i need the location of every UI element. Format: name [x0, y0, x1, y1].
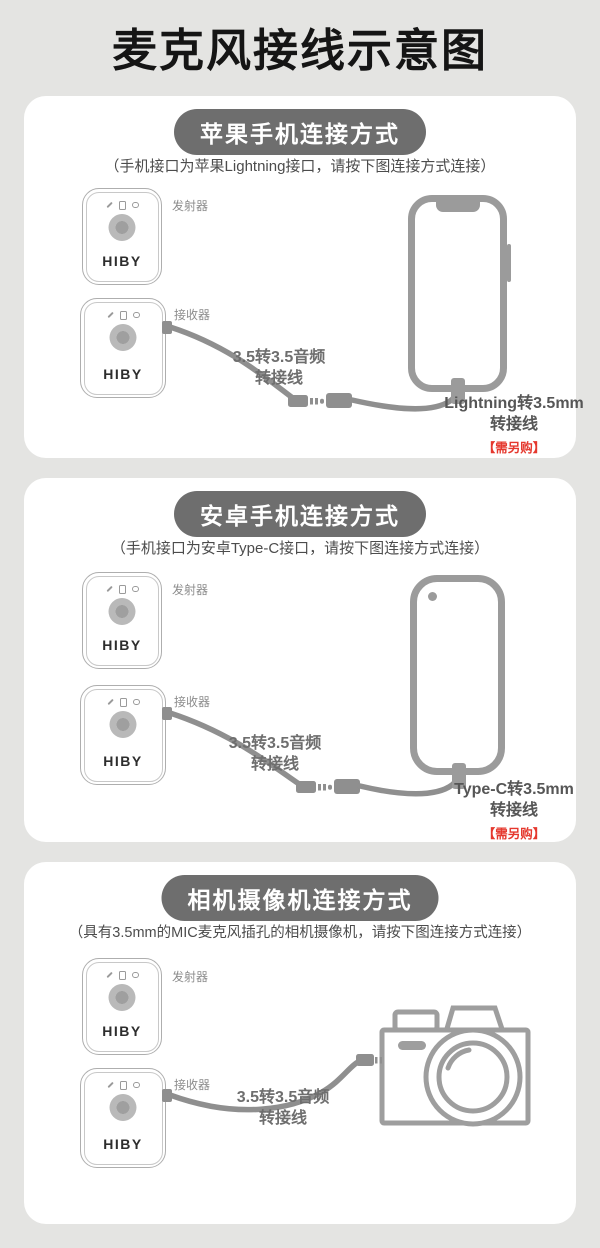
wireless-transmitter: HIBY: [82, 572, 162, 669]
section-android-connection: 安卓手机连接方式 （手机接口为安卓Type-C接口，请按下图连接方式连接） HI…: [24, 478, 576, 842]
battery-icon: [119, 697, 127, 707]
section-camera-connection: 相机摄像机连接方式 （具有3.5mm的MIC麦克风插孔的相机摄像机，请按下图连接…: [24, 862, 576, 1224]
audio-cable-label-line2: 转接线: [250, 755, 299, 773]
wireless-receiver: HIBY: [80, 685, 166, 785]
signal-icon: [133, 698, 140, 706]
mic-icon: [105, 585, 113, 593]
device-status-icons: [81, 1080, 165, 1090]
wireless-transmitter: HIBY: [82, 958, 162, 1055]
audio-cable-label: 3.5转3.5音频 转接线: [203, 1088, 363, 1130]
section-subtitle-android: （手机接口为安卓Type-C接口，请按下图连接方式连接）: [110, 540, 490, 557]
device-status-icons: [83, 200, 161, 210]
audio-cable-label-line1: 3.5转3.5音频: [232, 349, 326, 366]
receiver-label: 接收器: [174, 695, 211, 709]
audio-cable-label: 3.5转3.5音频 转接线: [195, 734, 355, 776]
audio-cable-label-line2: 转接线: [258, 1109, 307, 1127]
page-title: 麦克风接线示意图: [111, 25, 488, 76]
record-button-icon: [109, 324, 137, 351]
adapter-cable-label: Lightning转3.5mm 转接线 【需另购】: [428, 394, 600, 456]
signal-icon: [133, 1081, 140, 1089]
battery-icon: [119, 1080, 127, 1090]
mic-icon: [105, 201, 113, 209]
brand-logo: HIBY: [102, 637, 142, 653]
device-status-icons: [83, 584, 161, 594]
device-outline: HIBY: [80, 685, 166, 785]
mic-icon: [106, 1081, 114, 1089]
device-outline: HIBY: [82, 188, 162, 285]
audio-cable-label-line1: 3.5转3.5音频: [228, 735, 322, 752]
device-status-icons: [81, 697, 165, 707]
section-apple-connection: 苹果手机连接方式 （手机接口为苹果Lightning接口，请按下图连接方式连接）…: [24, 96, 584, 458]
record-button-icon: [108, 214, 136, 241]
device-outline: HIBY: [80, 1068, 166, 1168]
device-outline: HIBY: [82, 958, 162, 1055]
punch-hole-camera-icon: [428, 592, 437, 601]
signal-icon: [132, 201, 139, 209]
record-button-icon: [109, 711, 137, 738]
iphone-notch: [435, 201, 480, 212]
device-outline: HIBY: [80, 298, 166, 398]
adapter-cable-label: Type-C转3.5mm 转接线 【需另购】: [428, 780, 600, 842]
receiver-label: 接收器: [174, 308, 211, 322]
brand-logo: HIBY: [103, 1136, 143, 1152]
adapter-label-line2: 转接线: [489, 801, 538, 819]
record-button-icon: [108, 984, 136, 1011]
audio-cable-label-line2: 转接线: [254, 369, 303, 387]
camera-outline: [379, 1005, 531, 1127]
section-pill-android: 安卓手机连接方式: [174, 491, 426, 537]
section-pill-apple: 苹果手机连接方式: [174, 109, 426, 155]
mic-icon: [106, 311, 114, 319]
wireless-receiver: HIBY: [80, 298, 166, 398]
iphone-side-button: [506, 244, 511, 282]
record-button-icon: [109, 1094, 137, 1121]
brand-logo: HIBY: [103, 366, 143, 382]
transmitter-label: 发射器: [172, 199, 209, 213]
audio-cable-label: 3.5转3.5音频 转接线: [199, 348, 359, 390]
device-outline: HIBY: [82, 572, 162, 669]
device-status-icons: [83, 970, 161, 980]
adapter-label-line1: Lightning转3.5mm: [444, 395, 584, 412]
device-status-icons: [81, 310, 165, 320]
signal-icon: [132, 971, 139, 979]
brand-logo: HIBY: [102, 1023, 142, 1039]
purchase-note: 【需另购】: [482, 826, 546, 841]
signal-icon: [132, 585, 139, 593]
audio-cable-label-line1: 3.5转3.5音频: [236, 1089, 330, 1106]
battery-icon: [119, 310, 127, 320]
battery-icon: [118, 584, 126, 594]
section-pill-camera: 相机摄像机连接方式: [161, 875, 439, 921]
section-subtitle-apple: （手机接口为苹果Lightning接口，请按下图连接方式连接）: [104, 158, 496, 175]
record-button-icon: [108, 598, 136, 625]
wireless-transmitter: HIBY: [82, 188, 162, 285]
battery-icon: [118, 200, 126, 210]
adapter-label-line1: Type-C转3.5mm: [454, 781, 574, 798]
mic-icon: [105, 971, 113, 979]
android-phone-outline: [410, 575, 505, 775]
iphone-outline: [408, 195, 511, 392]
brand-logo: HIBY: [103, 753, 143, 769]
transmitter-label: 发射器: [172, 970, 209, 984]
battery-icon: [118, 970, 126, 980]
transmitter-label: 发射器: [172, 583, 209, 597]
adapter-label-line2: 转接线: [489, 415, 538, 433]
signal-icon: [133, 311, 140, 319]
wireless-receiver: HIBY: [80, 1068, 166, 1168]
mic-icon: [106, 698, 114, 706]
purchase-note: 【需另购】: [482, 440, 546, 455]
brand-logo: HIBY: [102, 253, 142, 269]
section-subtitle-camera: （具有3.5mm的MIC麦克风插孔的相机摄像机，请按下图连接方式连接）: [68, 925, 532, 941]
